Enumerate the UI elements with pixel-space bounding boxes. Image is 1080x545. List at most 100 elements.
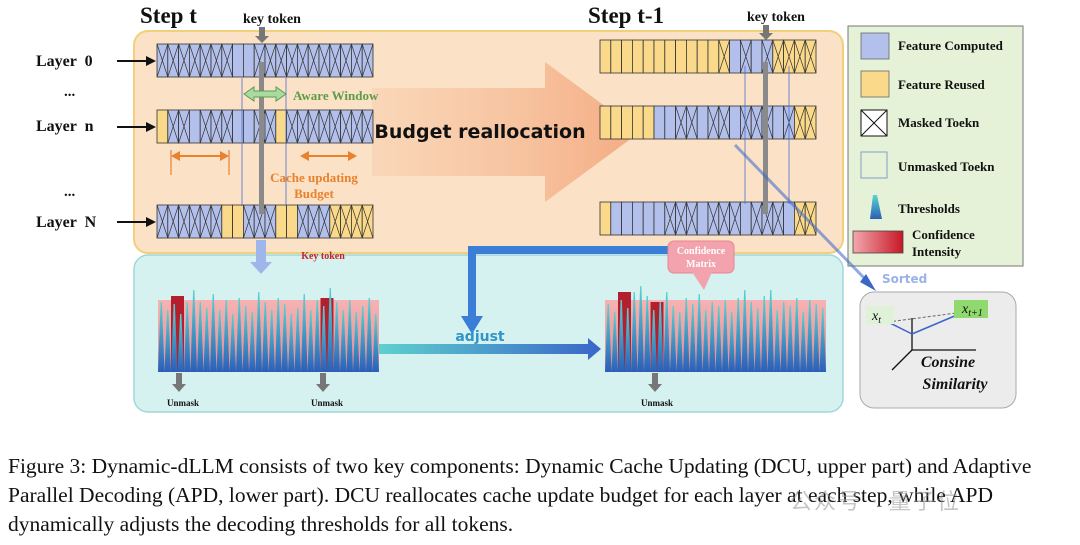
- mask-cross: [221, 43, 233, 78]
- token-cell: [686, 39, 698, 74]
- threshold-bar: [605, 304, 612, 372]
- threshold-bar: [676, 312, 683, 372]
- legend-confidence-icon: [852, 230, 904, 254]
- threshold-bar: [340, 310, 347, 372]
- token-row: [156, 109, 374, 144]
- threshold-bar: [366, 298, 373, 372]
- xt-label-box: [866, 306, 894, 324]
- mask-cross: [340, 204, 352, 239]
- token-cell: [621, 39, 633, 74]
- token-cell: [729, 39, 741, 74]
- threshold-bar: [158, 302, 165, 372]
- mask-cross: [264, 204, 277, 239]
- legend-unmasked-icon: [860, 151, 888, 179]
- mask-cross: [199, 204, 212, 239]
- threshold-bar: [774, 310, 781, 372]
- threshold-bar: [663, 292, 670, 372]
- token-cell: [642, 105, 655, 140]
- mask-cross: [178, 43, 190, 78]
- token-cell: [632, 105, 644, 140]
- token-cell: [664, 39, 676, 74]
- threshold-bar: [624, 308, 631, 372]
- legend-computed-swatch: [860, 32, 890, 60]
- mask-cross: [329, 204, 341, 239]
- token-cell: [221, 204, 234, 239]
- threshold-bar: [164, 310, 171, 372]
- threshold-bar: [249, 312, 256, 372]
- threshold-bar: [631, 292, 638, 372]
- token-row: [599, 39, 817, 74]
- mask-cross: [318, 204, 331, 239]
- mask-cross: [318, 109, 331, 144]
- threshold-bar: [320, 306, 327, 372]
- unmask-label-2: Unmask: [311, 398, 343, 408]
- key-token-label-left: key token: [243, 12, 301, 27]
- confidence-matrix-bubble: [667, 240, 735, 290]
- threshold-bar: [611, 312, 618, 372]
- token-cell: [696, 39, 709, 74]
- threshold-bar: [741, 290, 748, 372]
- key-token-column-left: [259, 62, 264, 214]
- adjust-label: adjust: [455, 329, 505, 345]
- aware-window-label: Aware Window: [293, 88, 379, 103]
- mask-cross: [351, 204, 363, 239]
- mask-cross: [210, 109, 223, 144]
- token-cell: [664, 105, 676, 140]
- token-cell: [156, 109, 169, 144]
- unmask-label-1: Unmask: [167, 398, 199, 408]
- step-t-title: Step t: [140, 3, 197, 28]
- token-row: [599, 201, 817, 236]
- threshold-bar: [346, 300, 353, 372]
- budget-label: Budget: [294, 186, 334, 201]
- threshold-bar: [177, 314, 184, 372]
- threshold-bar: [696, 294, 703, 372]
- key-token-down-arrow-right: [759, 25, 773, 40]
- token-cell: [188, 109, 201, 144]
- xt1-label-box: [954, 300, 988, 318]
- aware-window-arrow: [243, 86, 287, 102]
- token-cell: [653, 39, 666, 74]
- mask-cross: [750, 201, 763, 236]
- token-cell: [599, 39, 612, 74]
- threshold-bar: [353, 312, 360, 372]
- threshold-bar: [301, 294, 308, 372]
- mask-cross: [750, 105, 763, 140]
- layer-N-label: Layer N: [36, 214, 97, 231]
- mask-cross: [307, 43, 320, 78]
- legend-reused-swatch: [860, 70, 890, 98]
- mask-cross: [783, 39, 795, 74]
- threshold-bar: [813, 304, 820, 372]
- mask-cross: [361, 109, 374, 144]
- threshold-bar: [223, 300, 230, 372]
- threshold-bar: [767, 290, 774, 372]
- mask-cross: [664, 201, 676, 236]
- unmask-arrows: [172, 373, 662, 392]
- mask-cross: [351, 109, 363, 144]
- mask-cross: [286, 109, 298, 144]
- apd-panel: [133, 254, 844, 413]
- token-cell: [610, 39, 622, 74]
- mask-cross: [740, 105, 752, 140]
- threshold-bar: [709, 302, 716, 372]
- legend-confidence-label: Confidence: [912, 227, 975, 242]
- token-cell: [675, 39, 687, 74]
- mask-cross: [361, 43, 374, 78]
- mask-cross: [167, 204, 179, 239]
- token-cell: [783, 201, 795, 236]
- token-cell: [275, 109, 287, 144]
- threshold-bar: [800, 312, 807, 372]
- token-cell: [642, 39, 655, 74]
- threshold-bar: [793, 298, 800, 372]
- token-cell: [750, 39, 763, 74]
- threshold-bar: [819, 308, 826, 372]
- figure-caption: Figure 3: Dynamic-dLLM consists of two k…: [8, 454, 1032, 536]
- threshold-bar: [203, 308, 210, 372]
- confidence-matrix-label-2: Matrix: [686, 259, 716, 270]
- legend-masked-label: Masked Toekn: [898, 115, 980, 130]
- mask-cross: [329, 43, 341, 78]
- token-cell: [653, 201, 666, 236]
- legend-computed-label: Feature Computed: [898, 38, 1004, 53]
- token-row: [599, 105, 817, 140]
- threshold-bar: [806, 300, 813, 372]
- threshold-bar: [242, 306, 249, 372]
